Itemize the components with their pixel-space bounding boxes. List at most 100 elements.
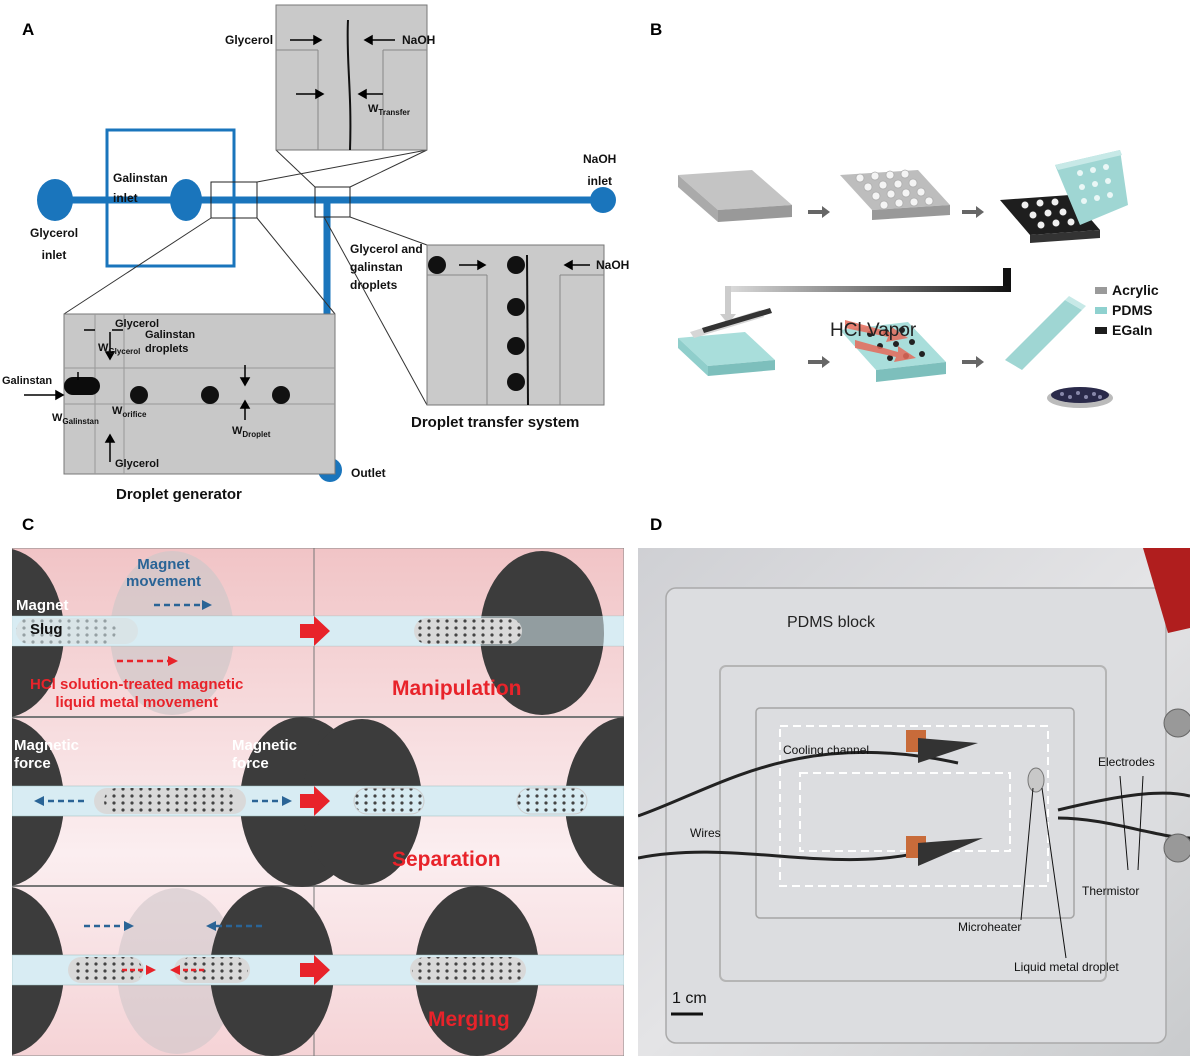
zoom-line (349, 216, 428, 246)
generator-micrograph (63, 313, 336, 475)
liquid-metal-droplet (1027, 767, 1045, 793)
slug (516, 787, 588, 815)
droplet (272, 386, 290, 404)
gen-glycerol-bottom-label: Glycerol (115, 458, 160, 470)
droplet (507, 373, 525, 391)
merging-label: Merging (428, 1008, 510, 1031)
naoh-inlet-label: NaOH inlet (583, 152, 617, 188)
top-glycerol-label: Glycerol (225, 33, 274, 47)
legend-swatch-acrylic (1095, 286, 1107, 294)
panel-b-diagram (678, 150, 1128, 408)
w-orifice-label: Worifice (112, 405, 147, 420)
wires-label: Wires (690, 826, 721, 840)
galinstan-inlet-label: Galinstan inlet (113, 171, 168, 205)
pillars (1021, 198, 1075, 229)
magnetic-force-right-label: Magnetic force (232, 737, 298, 772)
legend-swatch-pdms (1095, 306, 1107, 314)
top-naoh-label: NaOH (402, 33, 436, 47)
w-transfer-label: WTransfer (368, 103, 410, 118)
w-glycerol-label: WGlycerol (98, 342, 141, 357)
red-process-arrow (300, 786, 330, 816)
red-dashed-arrows (122, 965, 204, 975)
panel-letter-c: C (22, 515, 35, 534)
electrode (918, 738, 978, 763)
electrodes-label: Electrodes (1098, 755, 1155, 769)
zoom-line (63, 217, 212, 315)
thermistor-label: Thermistor (1082, 884, 1140, 898)
zoom-line (275, 149, 316, 188)
transfer-naoh-label: NaOH (596, 258, 630, 272)
panel-letter-d: D (650, 515, 663, 534)
droplet (507, 337, 525, 355)
legend-swatch-egain (1095, 326, 1107, 334)
glycerol-inlet-port (37, 179, 73, 221)
microheater-label: Microheater (958, 920, 1022, 934)
arrows (24, 34, 590, 462)
panel-letter-b: B (650, 20, 663, 39)
slug (353, 787, 425, 815)
panel-c-diagram (12, 548, 624, 1056)
zoom-line (349, 149, 428, 188)
droplet (507, 298, 525, 316)
pdms-block-outline (665, 587, 1167, 1044)
gen-caption: Droplet generator (116, 486, 242, 503)
red-process-arrow (300, 955, 330, 985)
legend: Acrylic PDMS EGaIn (1095, 280, 1159, 340)
wire (1057, 791, 1190, 812)
hcl-arrows (845, 320, 916, 362)
zoom-line (256, 217, 336, 315)
w-droplet-label: WDroplet (232, 425, 271, 440)
pillars (855, 169, 934, 210)
panel-a-diagram (24, 4, 616, 482)
generator-zoom-box (210, 181, 258, 219)
legend-label-acrylic: Acrylic (1112, 282, 1159, 298)
beads (1060, 391, 1102, 399)
magnet-movement-label: Magnet movement (126, 556, 202, 590)
wire (638, 750, 959, 818)
transfer-zoom-box (314, 186, 351, 218)
red-dashed-arrow (117, 656, 178, 666)
blue-dashed-arrows (84, 921, 262, 931)
panel-letter-a: A (22, 20, 35, 39)
separation-label: Separation (392, 848, 501, 871)
droplet (201, 386, 219, 404)
electrode (918, 838, 983, 866)
legend-label-pdms: PDMS (1112, 302, 1153, 318)
gen-galinstan-droplets-label: Galinstan droplets (145, 329, 196, 355)
gen-glycerol-top-label: Glycerol (115, 318, 160, 330)
galinstan-thread (64, 377, 100, 395)
transfer-glycerol-droplets-label: Glycerol and galinstan droplets (350, 242, 423, 292)
liquid-metal-droplet-label: Liquid metal droplet (1014, 960, 1119, 974)
red-clip (1143, 548, 1190, 633)
droplet (428, 256, 446, 274)
wire (638, 846, 939, 862)
legend-label-egain: EGaIn (1112, 322, 1153, 338)
hcl-movement-label: HCl solution-treated magnetic liquid met… (30, 676, 244, 711)
hcl-vapor-label: HCl Vapor (830, 320, 917, 341)
manipulation-label: Manipulation (392, 677, 522, 700)
gen-galinstan-label: Galinstan (2, 375, 53, 387)
zoom-line (256, 149, 428, 183)
droplet (507, 256, 525, 274)
interface-line (346, 19, 352, 151)
holes (1077, 164, 1113, 204)
legend-egain: EGaIn (1095, 320, 1159, 340)
magnetic-force-left-label: Magnetic force (14, 737, 80, 772)
magnet-label: Magnet (16, 597, 69, 614)
zoom-line (323, 216, 428, 406)
legend-acrylic: Acrylic (1095, 280, 1159, 300)
glycerol-inlet-label: Glycerol inlet (30, 226, 79, 262)
naoh-inlet-port (590, 187, 616, 213)
w-galinstan-label: WGalinstan (52, 412, 99, 427)
transfer-top-micrograph (275, 4, 428, 151)
blue-dashed-arrows (34, 796, 292, 806)
panel-d-photo (638, 548, 1190, 1056)
transfer-caption: Droplet transfer system (411, 414, 580, 431)
cooling-channel-label: Cooling channel (783, 743, 870, 757)
legend-pdms: PDMS (1095, 300, 1159, 320)
outlet-label: Outlet (351, 466, 386, 480)
scale-label: 1 cm (672, 990, 707, 1007)
slug-label: Slug (30, 621, 63, 638)
droplet (130, 386, 148, 404)
pdms-block-label: PDMS block (787, 614, 876, 631)
